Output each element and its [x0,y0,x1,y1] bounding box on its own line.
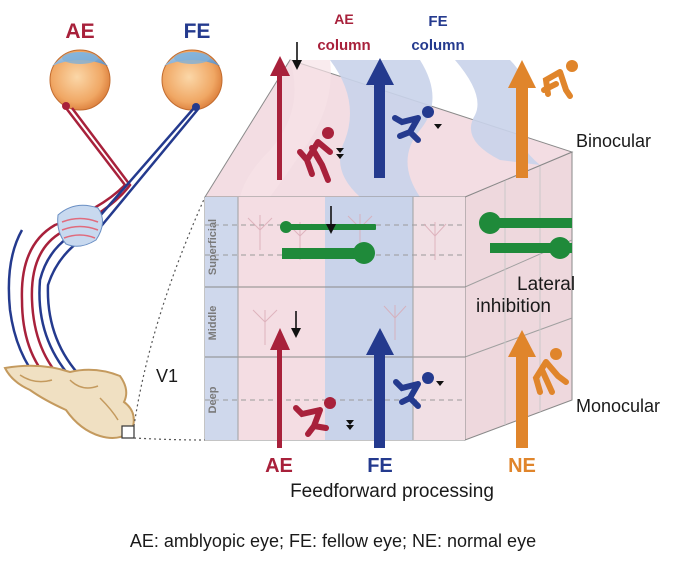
fe-feedforward-arrow [366,328,394,448]
stick-figure-ae-monocular-icon [293,397,336,437]
ne-feedforward-arrow [508,330,536,448]
lateral-inhibition-label-1: Lateral [517,274,575,295]
lateral-inhibition-label-2: inhibition [476,296,551,317]
neuron-branches [247,214,447,345]
eye-ae-icon [49,49,111,111]
v1-label: V1 [156,366,178,386]
brain-cortex-icon [3,364,135,439]
downward-arrow-icon [326,206,336,234]
downward-arrow-icon [291,311,301,338]
fe-column-subtitle: column [411,37,464,54]
ae-column-title: AE [334,11,353,27]
fe-binocular-arrow [366,58,394,178]
fe-column-title: FE [428,13,447,30]
feedforward-label: Feedforward processing [290,481,494,502]
ae-binocular-arrow [270,56,290,180]
binocular-label: Binocular [576,131,651,151]
motion-ticks [336,124,444,430]
stick-figure-ne-monocular-icon [532,348,569,395]
eye-ae-label: AE [65,20,94,43]
lateral-inhibition-fe [282,242,375,264]
downward-arrow-icon [292,42,302,70]
zoom-guide-lines [133,196,206,441]
caption: AE: amblyopic eye; FE: fellow eye; NE: n… [130,531,536,551]
ae-feedforward-arrow [270,328,290,448]
layer-label-superficial: Superficial [207,219,219,275]
ne-binocular-arrow [508,60,536,178]
lateral-inhibition-ne [479,212,572,259]
monocular-label: Monocular [576,396,660,416]
eye-fe-icon [161,49,223,111]
arrow-label-fe: FE [367,455,393,477]
stick-figure-fe-monocular-icon [393,372,434,409]
layer-label-deep: Deep [207,386,219,413]
ne-column-front [413,197,465,440]
lgn-icon [57,204,103,247]
stick-figure-ne-binocular-icon [541,60,578,99]
ae-column-top-band [240,60,331,197]
arrow-label-ne: NE [508,455,536,477]
layer-label-middle: Middle [207,306,219,341]
arrow-label-ae: AE [265,455,293,477]
stick-figure-ae-binocular-icon [297,127,334,183]
eye-fe-label: FE [184,20,211,43]
stick-figure-fe-binocular-icon [392,106,434,143]
ae-column-subtitle: column [317,37,370,54]
